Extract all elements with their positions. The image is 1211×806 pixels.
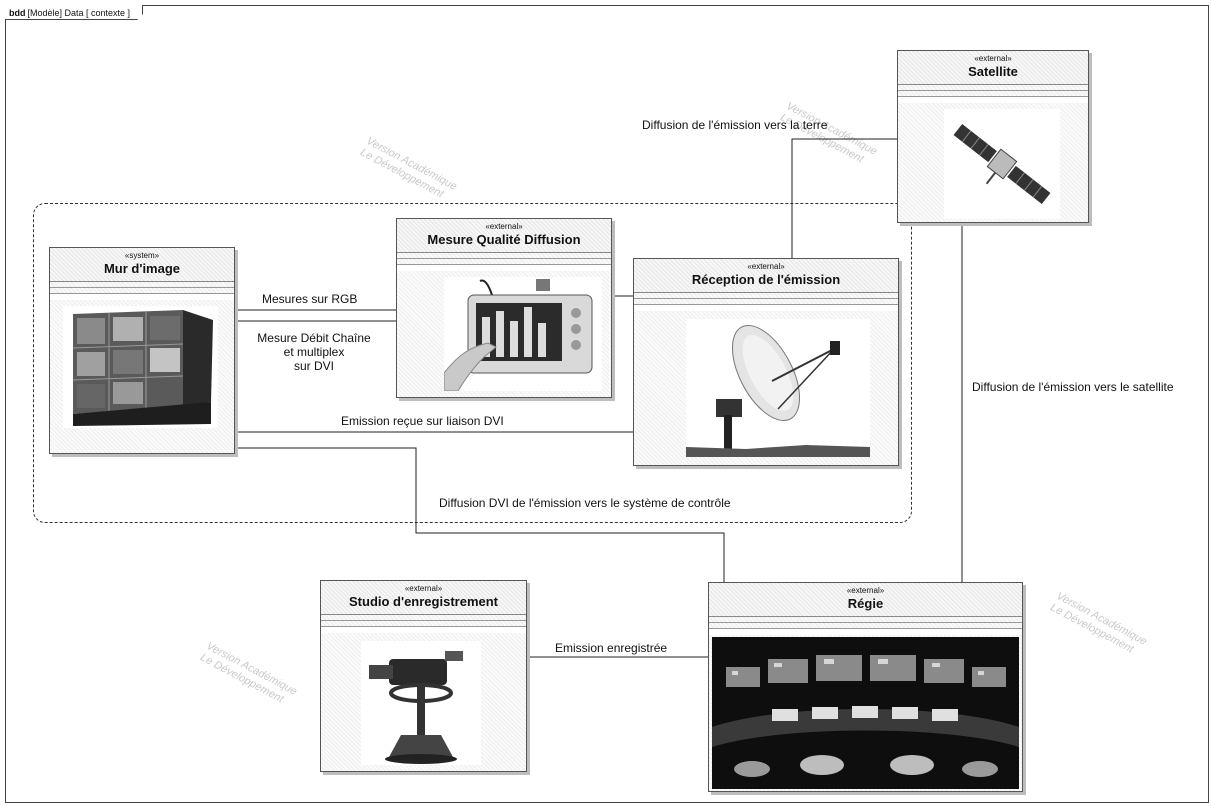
analyzer-image — [444, 277, 602, 391]
block-name: Mesure Qualité Diffusion — [427, 232, 581, 247]
system-boundary — [33, 203, 912, 523]
label-diffusion-dvi: Diffusion DVI de l'émission vers le syst… — [439, 496, 731, 510]
block-stereotype: «external» — [846, 586, 885, 595]
block-satellite[interactable]: «external» Satellite — [897, 50, 1089, 223]
label-diffusion-satellite: Diffusion de l'émission vers le satellit… — [972, 380, 1174, 394]
diagram-frame-tab: bdd[Modèle] Data [ contexte ] — [5, 5, 143, 20]
label-diffusion-terre: Diffusion de l'émission vers la terre — [642, 118, 828, 132]
block-name: Réception de l'émission — [691, 272, 841, 287]
block-name: Régie — [847, 596, 884, 611]
label-emission-recue: Emission reçue sur liaison DVI — [341, 414, 504, 428]
block-studio[interactable]: «external» Studio d'enregistrement — [320, 580, 527, 772]
block-reception[interactable]: «external» Réception de l'émission — [633, 258, 899, 466]
block-stereotype: «external» — [974, 54, 1012, 63]
block-stereotype: «external» — [404, 584, 443, 593]
block-mur-image[interactable]: «system» Mur d'image — [49, 247, 235, 454]
video-wall-image — [63, 306, 218, 428]
satellite-image — [944, 109, 1060, 219]
block-stereotype: «external» — [485, 222, 523, 231]
block-name: Studio d'enregistrement — [349, 594, 498, 609]
diagram-frame-label: [Modèle] Data [ contexte ] — [27, 8, 131, 18]
block-name: Mur d'image — [103, 261, 181, 276]
connector-diffusion-terre — [791, 138, 897, 258]
block-mesure-qualite[interactable]: «external» Mesure Qualité Diffusion — [396, 218, 612, 398]
satellite-dish-image — [686, 319, 870, 457]
diagram-frame — [5, 5, 1209, 803]
label-emission-enregistree: Emission enregistrée — [555, 641, 668, 655]
diagram-kind: bdd — [9, 8, 26, 18]
block-name: Satellite — [968, 64, 1018, 79]
camera-image — [361, 641, 481, 765]
control-room-image — [712, 637, 1019, 789]
connector-diffusion-dvi — [236, 447, 725, 582]
label-mesures-rgb: Mesures sur RGB — [262, 292, 358, 306]
block-regie[interactable]: «external» Régie — [708, 582, 1023, 792]
block-stereotype: «external» — [747, 262, 785, 271]
block-stereotype: «system» — [124, 251, 160, 260]
